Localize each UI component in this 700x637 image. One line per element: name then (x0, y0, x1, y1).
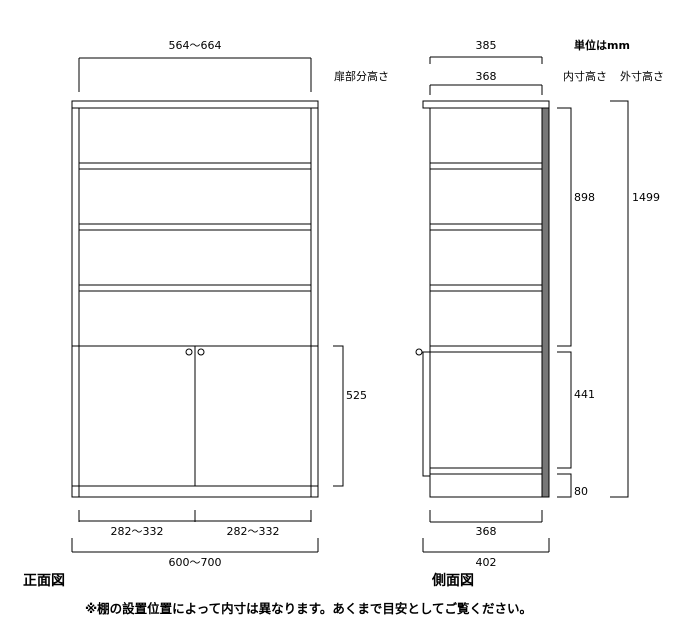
side-bottom-shelf (429, 467, 543, 475)
dim-lower-inner-height (557, 351, 572, 469)
dim-inner-depth-top (429, 84, 543, 95)
dim-outer-height (610, 100, 629, 498)
side-back-panel (541, 107, 550, 498)
dim-top-depth (429, 56, 543, 64)
side-door-knob (415, 348, 423, 356)
front-left-side-panel (71, 107, 80, 498)
dim-base-height (557, 473, 572, 498)
dim-top-width (78, 57, 312, 92)
side-view-label: 側面図 (431, 572, 474, 589)
inner-depth-top-label: 368 (476, 70, 497, 83)
left-door-width-label: 282～332 (111, 525, 164, 538)
dim-overall-width (71, 538, 319, 553)
overall-depth-label: 402 (476, 556, 497, 569)
side-dimensions (422, 56, 629, 553)
dim-upper-inner-height (557, 107, 572, 347)
inner-depth-bottom-label: 368 (476, 525, 497, 538)
side-door-profile (422, 351, 431, 477)
side-top-plate (422, 100, 550, 109)
front-view-label: 正面図 (23, 573, 65, 589)
side-shelf-3 (429, 284, 543, 292)
front-plinth (78, 485, 312, 498)
door-height-header: 扉部分高さ (334, 69, 389, 83)
front-shelf-2 (78, 223, 312, 231)
dim-overall-depth (422, 538, 550, 553)
door-height-label: 525 (346, 389, 367, 402)
side-shelf-2 (429, 223, 543, 231)
unit-label: 単位はmm (574, 38, 630, 52)
front-shelf-3 (78, 284, 312, 292)
right-door-knob (197, 348, 205, 356)
left-door-knob (185, 348, 193, 356)
outer-height-header: 外寸高さ (620, 69, 664, 83)
side-body (429, 107, 543, 498)
footnote: ※棚の設置位置によって内寸は異なります。あくまで目安としてご覧ください。 (85, 601, 532, 616)
dim-door-height (333, 345, 344, 487)
inner-height-header: 内寸高さ (563, 69, 607, 83)
lower-inner-height-label: 441 (574, 388, 595, 401)
outer-height-label: 1499 (632, 191, 660, 204)
front-shelf-1 (78, 162, 312, 170)
overall-width-label: 600～700 (169, 556, 222, 569)
front-left-door (71, 345, 196, 487)
side-shelf-divider (429, 345, 543, 353)
front-view (71, 100, 319, 498)
upper-inner-height-label: 898 (574, 191, 595, 204)
front-right-door (194, 345, 319, 487)
dim-inner-depth-bottom (429, 510, 543, 523)
front-top-width-label: 564～664 (169, 39, 222, 52)
top-depth-label: 385 (476, 39, 497, 52)
front-dimensions (71, 57, 344, 553)
right-door-width-label: 282～332 (227, 525, 280, 538)
side-view (415, 100, 550, 498)
dim-door-widths (78, 510, 312, 522)
front-right-side-panel (310, 107, 319, 498)
side-shelf-1 (429, 162, 543, 170)
base-height-label: 80 (574, 485, 588, 498)
front-top-plate (71, 100, 319, 109)
